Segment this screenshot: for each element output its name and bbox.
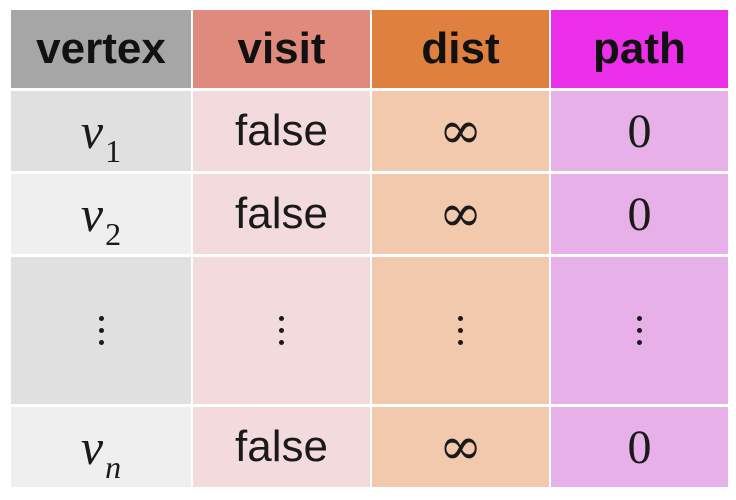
table-row-v2-vertex: v2 <box>11 174 191 254</box>
vertex-state-table: vertex visit dist path v1 false ∞ 0 v2 f… <box>11 10 728 487</box>
table-row-vn-path: 0 <box>551 407 728 487</box>
header-visit: visit <box>193 10 370 88</box>
table-row-vn-visit: false <box>193 407 370 487</box>
table-row-ellipsis-visit <box>193 257 370 404</box>
vertical-ellipsis-icon <box>458 316 463 345</box>
table-row-ellipsis-path <box>551 257 728 404</box>
table-row-v1-dist: ∞ <box>372 91 549 171</box>
table-row-v1-vertex: v1 <box>11 91 191 171</box>
vertex-symbol: vn <box>80 419 122 485</box>
header-path: path <box>551 10 728 88</box>
table-row-v1-visit: false <box>193 91 370 171</box>
table-row-ellipsis-vertex <box>11 257 191 404</box>
header-dist: dist <box>372 10 549 88</box>
header-vertex: vertex <box>11 10 191 88</box>
vertex-symbol: v2 <box>80 186 122 252</box>
table-row-v1-path: 0 <box>551 91 728 171</box>
vertical-ellipsis-icon <box>279 316 284 345</box>
vertex-subscript: n <box>105 449 122 485</box>
table-row-ellipsis-dist <box>372 257 549 404</box>
table-row-v2-path: 0 <box>551 174 728 254</box>
table-row-vn-vertex: vn <box>11 407 191 487</box>
table-row-v2-visit: false <box>193 174 370 254</box>
vertical-ellipsis-icon <box>637 316 642 345</box>
vertical-ellipsis-icon <box>98 316 104 345</box>
vertex-subscript: 2 <box>105 216 122 252</box>
table-row-v2-dist: ∞ <box>372 174 549 254</box>
vertex-symbol: v1 <box>80 103 122 169</box>
table-row-vn-dist: ∞ <box>372 407 549 487</box>
vertex-subscript: 1 <box>105 133 122 169</box>
